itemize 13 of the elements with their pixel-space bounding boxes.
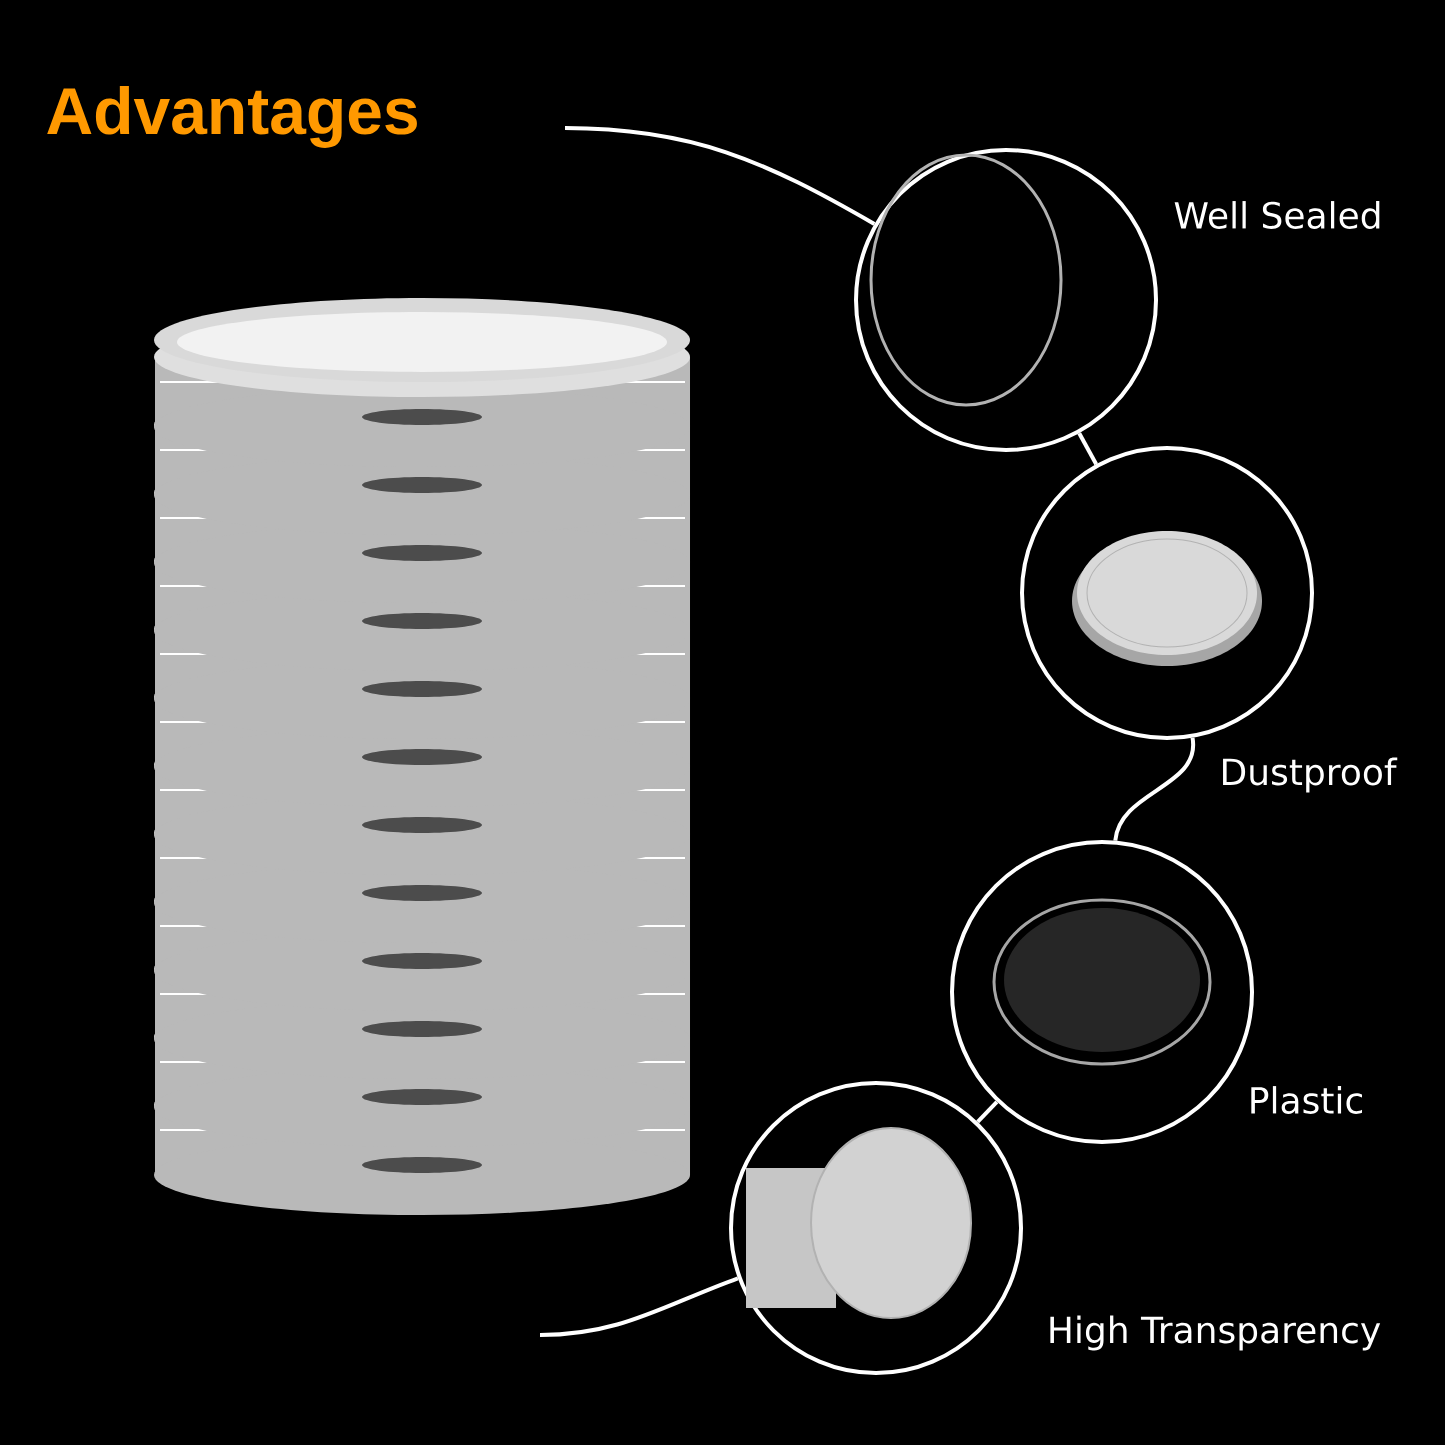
photo-circle bbox=[854, 148, 1158, 452]
photo-circle bbox=[729, 1081, 1023, 1375]
feature-label: Dustproof bbox=[1223, 757, 1398, 793]
connector-line bbox=[539, 1276, 739, 1337]
connector-line bbox=[1113, 737, 1195, 842]
feature-label: Well Sealed bbox=[1174, 201, 1380, 229]
heading: Advantages bbox=[47, 86, 417, 148]
feature-label: High Transparency bbox=[1050, 1315, 1381, 1351]
connector-line bbox=[564, 126, 876, 226]
connector-line bbox=[976, 1100, 999, 1124]
connector-line bbox=[1077, 432, 1098, 466]
photo-circle bbox=[1020, 446, 1314, 740]
feature-label: Plastic bbox=[1251, 1086, 1362, 1114]
